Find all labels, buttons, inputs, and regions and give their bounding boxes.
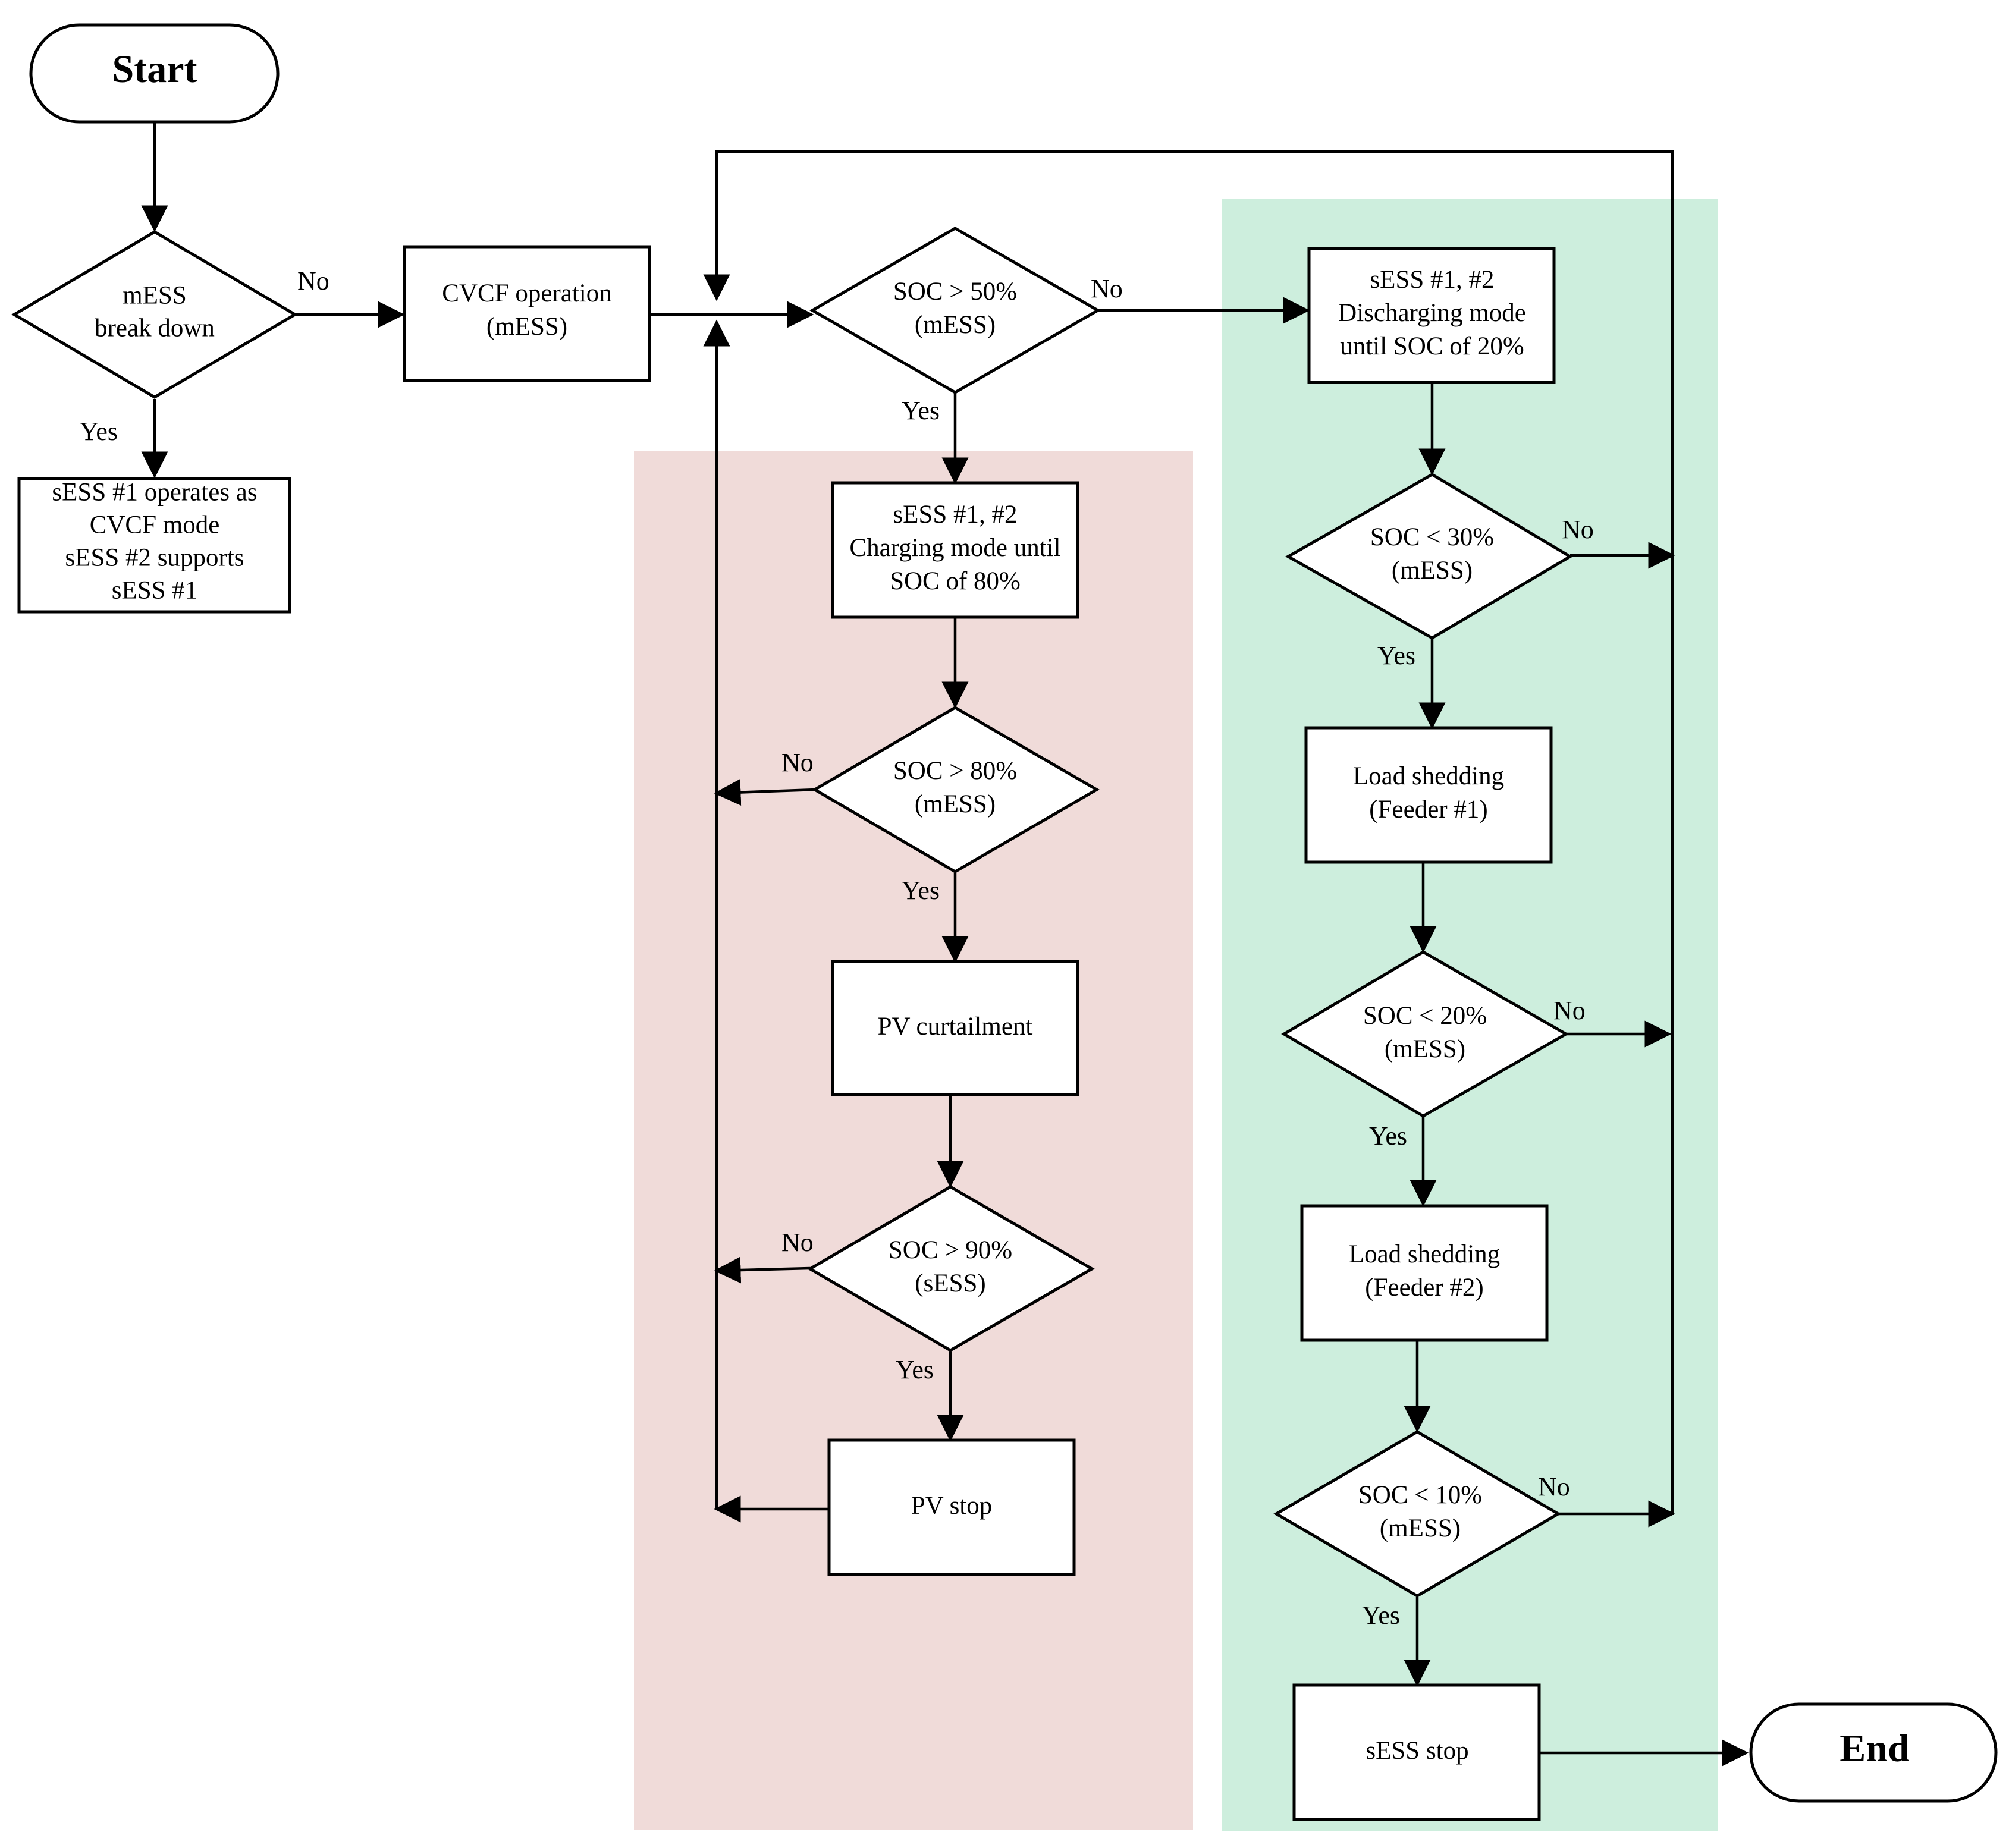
sess1-cvcf-label: sESS #1 operates as CVCF mode sESS #2 supp… — [52, 478, 257, 604]
discharging-mode-process — [1307, 247, 1556, 384]
start-terminal — [29, 23, 280, 124]
soc-10-label: SOC < 10% (mESS) — [1358, 1481, 1482, 1542]
node-label-line: CVCF mode — [90, 511, 220, 539]
cvcf-operation-label: CVCF operation (mESS) — [442, 279, 611, 341]
pv-curtailment-label: PV curtailment — [878, 1013, 1033, 1041]
soc-80-decision — [812, 706, 1100, 873]
mess-breakdown-label: mESS break down — [95, 281, 215, 342]
node-label-line: (mESS) — [915, 311, 996, 339]
soc30-no-label: No — [1562, 515, 1594, 544]
sess1-cvcf-process — [17, 477, 291, 614]
soc-20-label: SOC < 20% (mESS) — [1363, 1002, 1487, 1063]
node-label-line: sESS #1, #2 — [1370, 266, 1494, 294]
node-label-line: Start — [112, 48, 197, 91]
nodes — [11, 23, 1998, 1821]
sess-stop-process — [1292, 1683, 1541, 1821]
node-label-line: SOC < 30% — [1370, 523, 1494, 551]
load-shedding-feeder1-label: Load shedding (Feeder #1) — [1353, 762, 1504, 824]
load-shedding-feeder2-process — [1300, 1204, 1549, 1342]
soc90-no-label: No — [781, 1228, 814, 1257]
node-label-line: Charging mode until — [849, 534, 1060, 562]
node-label-line: SOC < 10% — [1358, 1481, 1482, 1509]
soc30-yes-label: Yes — [1377, 641, 1415, 670]
node-label-line: sESS stop — [1366, 1737, 1468, 1765]
charging-region — [634, 451, 1193, 1830]
node-label-line: (Feeder #1) — [1369, 796, 1487, 824]
discharging-mode-label: sESS #1, #2 Discharging mode until SOC of … — [1338, 266, 1526, 360]
soc10-no-label: No — [1538, 1472, 1570, 1501]
soc80-yes-label: Yes — [902, 876, 940, 905]
node-label-line: (sESS) — [915, 1269, 985, 1297]
edge-labels: No Yes No Yes No Yes No Yes No Yes No Ye… — [80, 266, 1594, 1630]
node-label-line: PV curtailment — [878, 1013, 1033, 1041]
soc-80-label: SOC > 80% (mESS) — [893, 757, 1017, 818]
soc20-no-label: No — [1553, 996, 1586, 1025]
node-label-line: until SOC of 20% — [1340, 332, 1524, 360]
pv-curtailment-process — [831, 960, 1079, 1096]
cvcf-operation-process — [403, 245, 651, 382]
node-label-line: break down — [95, 314, 215, 342]
node-label-line: (mESS) — [1380, 1514, 1461, 1542]
soc-90-label: SOC > 90% (sESS) — [889, 1236, 1012, 1297]
load-shedding-feeder1-process — [1304, 726, 1553, 864]
node-label-line: sESS #1, #2 — [893, 501, 1017, 529]
sess-stop-label: sESS stop — [1366, 1737, 1468, 1765]
node-label-line: (Feeder #2) — [1365, 1274, 1483, 1302]
node-label-line: SOC > 50% — [893, 278, 1017, 306]
node-label-line: (mESS) — [915, 790, 996, 818]
node-label-line: Load shedding — [1353, 762, 1504, 790]
soc-50-decision — [809, 227, 1101, 394]
edge-soc90-no-to-bus — [714, 1256, 811, 1284]
node-labels: Start mESS break down sESS #1 operates as… — [52, 48, 1909, 1770]
soc10-yes-label: Yes — [1362, 1601, 1400, 1630]
soc80-no-label: No — [781, 748, 814, 777]
node-label-line: (mESS) — [1385, 1035, 1465, 1063]
soc-10-decision — [1273, 1430, 1561, 1598]
soc-50-label: SOC > 50% (mESS) — [893, 278, 1017, 339]
soc-20-decision — [1281, 950, 1569, 1118]
node-label-line: Discharging mode — [1338, 299, 1526, 327]
node-label-line: mESS — [123, 281, 187, 309]
pv-stop-label: PV stop — [911, 1492, 993, 1520]
node-label-line: PV stop — [911, 1492, 993, 1520]
soc50-no-label: No — [1091, 274, 1123, 303]
charging-mode-process — [831, 481, 1079, 619]
node-label-line: CVCF operation — [442, 279, 611, 307]
node-label-line: Load shedding — [1349, 1240, 1500, 1268]
soc-30-label: SOC < 30% (mESS) — [1370, 523, 1494, 584]
node-label-line: SOC < 20% — [1363, 1002, 1487, 1030]
soc50-yes-label: Yes — [902, 396, 940, 425]
end-terminal — [1749, 1702, 1998, 1803]
load-shedding-feeder2-label: Load shedding (Feeder #2) — [1349, 1240, 1500, 1302]
pv-stop-process — [827, 1438, 1076, 1576]
node-label-line: SOC > 80% — [893, 757, 1017, 785]
connectors — [141, 123, 1749, 1767]
node-label-line: (mESS) — [1392, 557, 1473, 584]
node-label-line: End — [1840, 1727, 1909, 1770]
node-label-line: sESS #1 operates as — [52, 478, 257, 506]
soc20-yes-label: Yes — [1369, 1121, 1407, 1151]
edge-soc80-no-to-bus — [714, 779, 817, 806]
node-label-line: (mESS) — [486, 313, 567, 341]
node-label-line: sESS #2 supports — [65, 543, 244, 571]
soc-30-decision — [1285, 473, 1573, 640]
end-label: End — [1840, 1727, 1909, 1770]
node-label-line: SOC of 80% — [890, 567, 1021, 595]
node-label-line: sESS #1 — [112, 576, 198, 604]
start-label: Start — [112, 48, 197, 91]
mess-breakdown-decision — [11, 230, 298, 399]
soc90-yes-label: Yes — [896, 1355, 934, 1384]
soc-90-decision — [807, 1185, 1095, 1352]
break-no-label: No — [297, 266, 329, 296]
edge-feedback-loop-to-main — [703, 150, 1674, 1515]
node-label-line: SOC > 90% — [889, 1236, 1012, 1264]
break-yes-label: Yes — [80, 417, 118, 446]
